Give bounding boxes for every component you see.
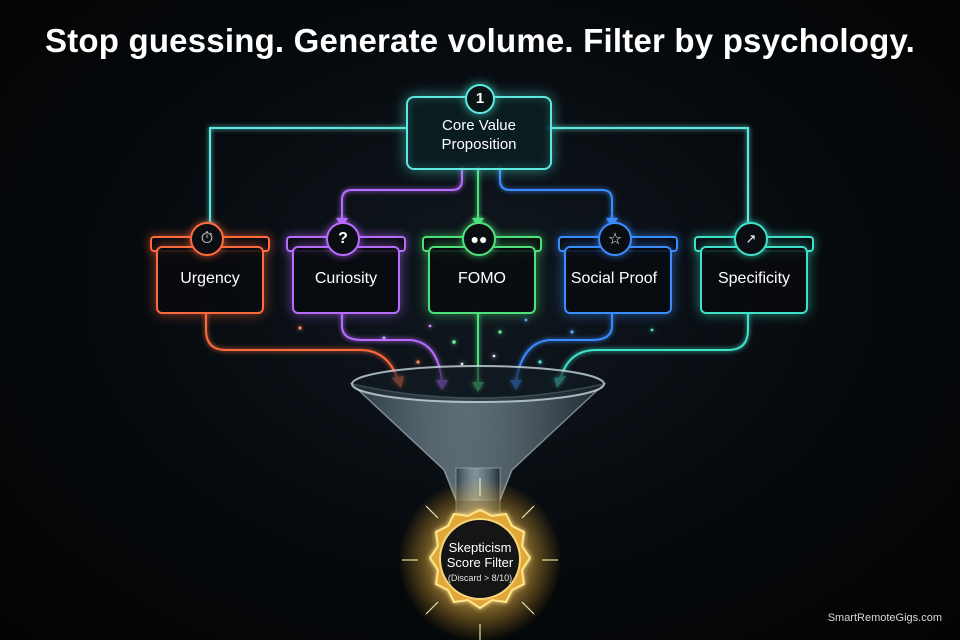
category-box-specificity bbox=[700, 246, 808, 314]
connector-core-social-proof bbox=[499, 166, 613, 222]
question-icon: ? bbox=[326, 222, 360, 256]
connector-core-urgency bbox=[209, 127, 406, 226]
category-box-urgency bbox=[156, 246, 264, 314]
connector-urgency-funnel bbox=[205, 312, 399, 381]
category-label-fomo: FOMO bbox=[458, 270, 506, 287]
connector-core-curiosity bbox=[341, 166, 463, 222]
category-label-urgency: Urgency bbox=[180, 270, 240, 287]
page-title: Stop guessing. Generate volume. Filter b… bbox=[44, 22, 915, 59]
connector-social-proof-funnel bbox=[515, 312, 613, 383]
filter-line3: (Discard > 8/10) bbox=[447, 573, 513, 583]
chart-up-icon: ↗ bbox=[734, 222, 768, 256]
crowd-icon: ●● bbox=[462, 222, 496, 256]
category-label-curiosity: Curiosity bbox=[314, 270, 378, 287]
core-value-line2: Proposition bbox=[441, 136, 517, 153]
connector-curiosity-funnel bbox=[341, 312, 443, 383]
step-number-badge: 1 bbox=[465, 84, 495, 114]
filter-label: Skepticism Score Filter (Discard > 8/10) bbox=[428, 540, 532, 586]
sparkle-particles bbox=[298, 318, 654, 366]
watermark: SmartRemoteGigs.com bbox=[827, 612, 942, 624]
funnel bbox=[349, 365, 607, 515]
connector-specificity-funnel bbox=[559, 312, 749, 381]
core-value-label: Core Value Proposition bbox=[406, 116, 552, 154]
filter-badge bbox=[398, 478, 562, 640]
star-icon: ☆ bbox=[598, 222, 632, 256]
category-label-specificity: Specificity bbox=[717, 270, 791, 287]
stopwatch-icon: ⏱ bbox=[190, 222, 224, 256]
filter-line2: Score Filter bbox=[446, 555, 514, 570]
filter-line1: Skepticism bbox=[448, 540, 512, 555]
category-box-curiosity bbox=[292, 246, 400, 314]
core-value-line1: Core Value bbox=[442, 117, 516, 134]
category-label-social-proof: Social Proof bbox=[570, 270, 658, 287]
connector-core-specificity bbox=[548, 127, 749, 226]
